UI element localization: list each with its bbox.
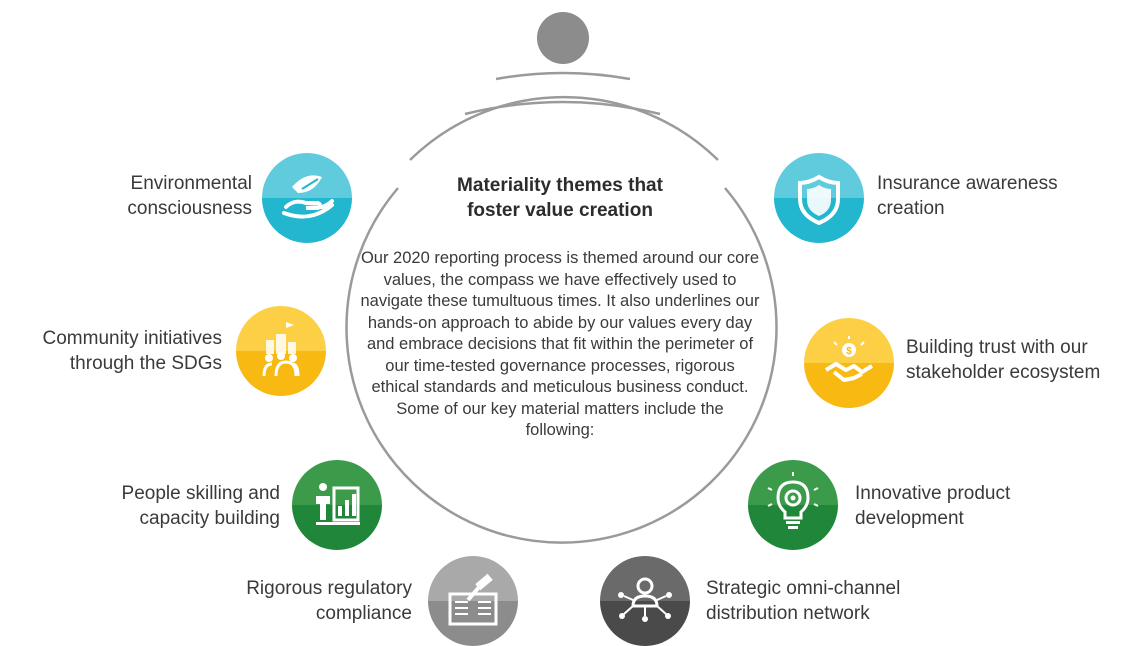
theme-insurance-circle bbox=[774, 153, 864, 243]
theme-regulatory-line1: Rigorous regulatory bbox=[246, 578, 412, 599]
theme-environmental-line1: Environmental bbox=[130, 173, 252, 194]
hand-leaf-icon bbox=[282, 175, 334, 219]
compass-ring-top bbox=[409, 95, 719, 161]
theme-environmental-circle bbox=[262, 153, 352, 243]
theme-omnichannel-line2: distribution network bbox=[706, 603, 870, 624]
theme-environmental-label: Environmental consciousness bbox=[127, 171, 252, 221]
theme-omnichannel-line1: Strategic omni-channel bbox=[706, 578, 901, 599]
shield-icon bbox=[798, 174, 840, 226]
theme-people-circle bbox=[292, 460, 382, 550]
theme-insurance-line1: Insurance awareness bbox=[877, 173, 1058, 194]
theme-community-circle bbox=[236, 306, 326, 396]
theme-insurance-line2: creation bbox=[877, 198, 945, 219]
theme-trust-circle: $ bbox=[804, 318, 894, 408]
theme-trust-line1: Building trust with our bbox=[906, 337, 1088, 358]
theme-community-line2: through the SDGs bbox=[69, 353, 222, 374]
center-title-line1: Materiality themes that bbox=[457, 175, 663, 196]
theme-innovative-circle bbox=[748, 460, 838, 550]
theme-innovative-line2: development bbox=[855, 508, 964, 529]
center-title-line2: foster value creation bbox=[467, 200, 653, 221]
theme-community-line1: Community initiatives bbox=[42, 328, 223, 349]
theme-trust-line2: stakeholder ecosystem bbox=[906, 362, 1101, 383]
theme-trust-label: Building trust with our stakeholder ecos… bbox=[906, 335, 1100, 385]
theme-people-line1: People skilling and bbox=[121, 483, 280, 504]
theme-innovative-label: Innovative product development bbox=[855, 481, 1010, 531]
community-icon bbox=[262, 322, 300, 377]
compass-arc-small bbox=[495, 71, 631, 81]
theme-innovative-line1: Innovative product bbox=[855, 483, 1011, 504]
compass-knob bbox=[537, 12, 589, 64]
svg-text:$: $ bbox=[846, 346, 852, 357]
theme-omnichannel-circle bbox=[600, 556, 690, 646]
theme-environmental-line2: consciousness bbox=[127, 198, 252, 219]
compass-ring bbox=[345, 187, 778, 544]
center-description: Our 2020 reporting process is themed aro… bbox=[360, 249, 760, 439]
handshake-icon: $ bbox=[824, 336, 874, 382]
theme-regulatory-label: Rigorous regulatory compliance bbox=[246, 576, 412, 626]
theme-people-line2: capacity building bbox=[139, 508, 280, 529]
center-title: Materiality themes that foster value cre… bbox=[400, 173, 720, 223]
theme-people-label: People skilling and capacity building bbox=[122, 481, 280, 531]
theme-insurance-label: Insurance awareness creation bbox=[877, 171, 1058, 221]
gavel-book-icon bbox=[448, 573, 498, 626]
lightbulb-gear-icon bbox=[767, 472, 819, 529]
theme-regulatory-line2: compliance bbox=[315, 603, 412, 624]
network-person-icon bbox=[618, 577, 672, 622]
theme-omnichannel-label: Strategic omni-channel distribution netw… bbox=[706, 576, 900, 626]
growth-chart-icon bbox=[316, 483, 360, 525]
theme-community-label: Community initiatives through the SDGs bbox=[43, 326, 223, 376]
theme-regulatory-circle bbox=[428, 556, 518, 646]
